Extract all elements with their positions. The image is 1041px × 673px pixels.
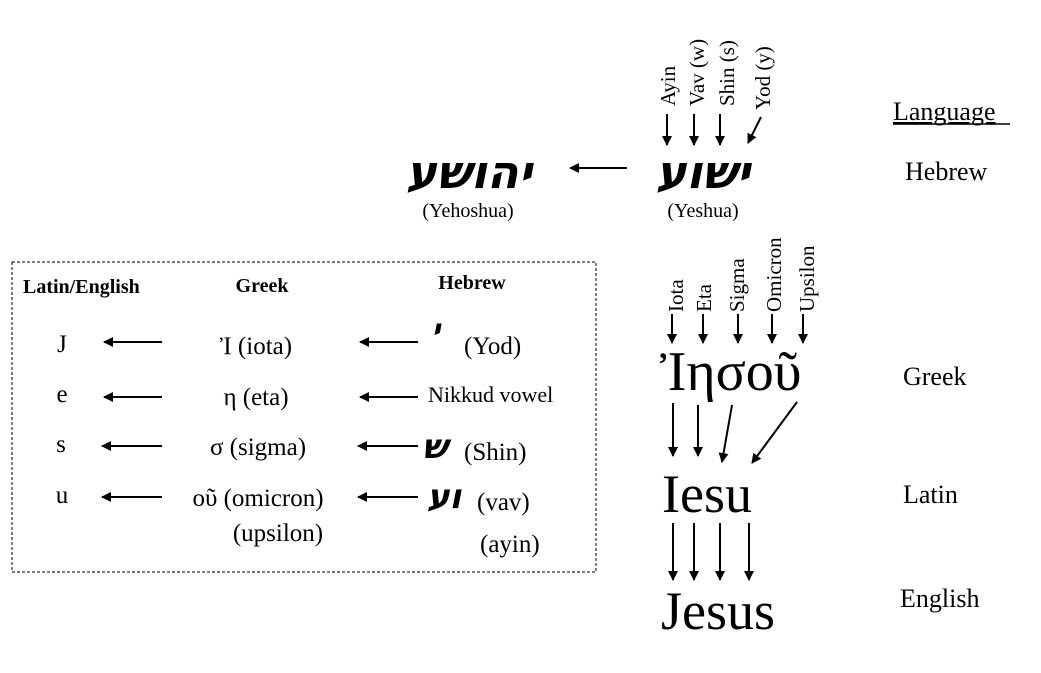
- language-hebrew: Hebrew: [905, 157, 988, 186]
- hebrew-glyph: י: [432, 313, 443, 348]
- hebrew-letter-vav: Vav (w): [685, 39, 709, 106]
- hebrew-letter-yod: Yod (y): [751, 46, 775, 110]
- language-greek: Greek: [903, 362, 967, 391]
- greek-letter: σ (sigma): [210, 434, 306, 461]
- greek-letter-second-line: (upsilon): [233, 520, 323, 547]
- latin-letter: u: [56, 482, 69, 509]
- latin-letter: J: [57, 331, 67, 358]
- hebrew-letter-ayin: Ayin: [656, 65, 680, 106]
- language-heading: Language: [893, 97, 996, 126]
- yehoshua-hebrew-word: יהושע: [406, 145, 534, 199]
- header-hebrew: Hebrew: [438, 272, 506, 294]
- arrow-greek-to-latin-4: [751, 401, 798, 464]
- greek-letter-omicron: Omicron: [762, 237, 786, 312]
- hebrew-glyph: וע: [427, 477, 463, 517]
- hebrew-glyph: ש: [422, 427, 452, 467]
- greek-letter-iota: Iota: [664, 279, 688, 312]
- greek-letter-eta: Eta: [692, 283, 716, 312]
- hebrew-letter: Nikkud vowel: [428, 382, 553, 407]
- table-row: u οῦ (omicron) (upsilon) וע (vav) (ayin): [56, 477, 540, 558]
- hebrew-letter-shin: Shin (s): [715, 40, 739, 106]
- table-row: e η (eta) Nikkud vowel: [56, 381, 553, 411]
- greek-letter: η (eta): [223, 384, 288, 411]
- greek-letter-sigma: Sigma: [725, 258, 749, 312]
- latin-letter: s: [56, 431, 66, 458]
- greek-word: Ἰησοῦ: [660, 341, 802, 403]
- language-latin: Latin: [903, 480, 958, 509]
- yeshua-hebrew-word: ישוע: [656, 145, 753, 199]
- latin-letter: e: [56, 381, 67, 408]
- yehoshua-label: (Yehoshua): [422, 200, 513, 222]
- arrow-yod: [747, 116, 762, 144]
- latin-word: Iesu: [662, 464, 752, 524]
- greek-letter-upsilon: Upsilon: [795, 245, 819, 312]
- hebrew-letter-second-line: (ayin): [480, 531, 540, 558]
- english-word: Jesus: [661, 581, 775, 641]
- hebrew-letter: (Yod): [464, 333, 521, 360]
- table-row: s σ (sigma) ש (Shin): [56, 427, 526, 467]
- arrow-greek-to-latin-3: [718, 404, 733, 463]
- greek-letter: οῦ (omicron): [192, 485, 323, 512]
- header-greek: Greek: [236, 275, 290, 297]
- greek-letter: Ἰ (iota): [220, 333, 292, 360]
- language-english: English: [900, 584, 979, 613]
- header-latin-english: Latin/English: [23, 276, 140, 298]
- letter-mapping-box: [11, 261, 597, 573]
- hebrew-letter: (Shin): [464, 439, 527, 466]
- hebrew-letter: (vav): [477, 489, 530, 516]
- table-row: J Ἰ (iota) י (Yod): [57, 313, 521, 360]
- yeshua-label: (Yeshua): [667, 200, 738, 222]
